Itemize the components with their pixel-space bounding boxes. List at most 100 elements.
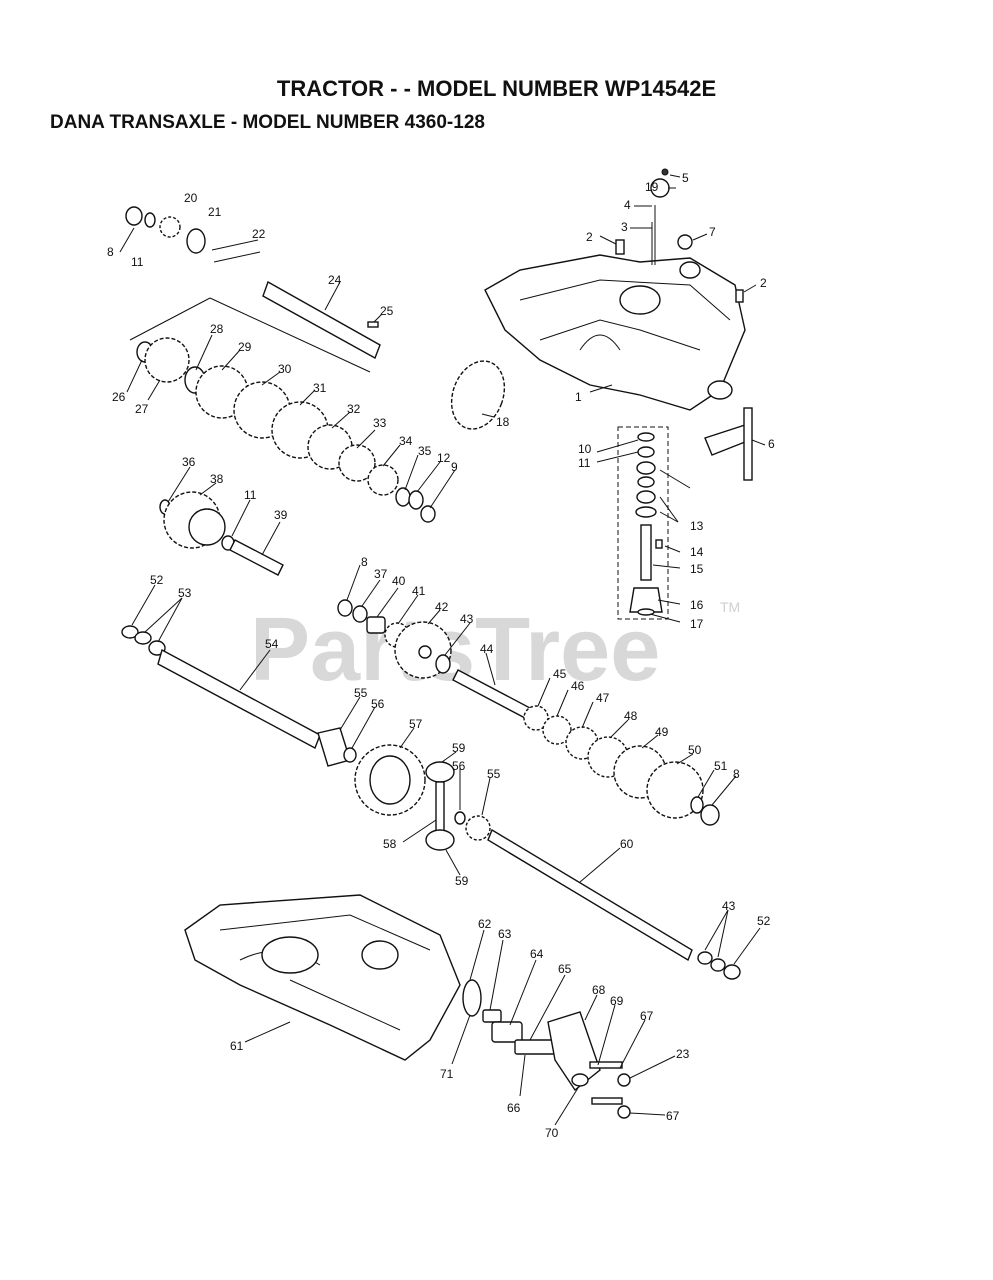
drive-chain: [450, 360, 506, 430]
label-5: 5: [682, 171, 689, 185]
watermark: PartsTree: [250, 600, 660, 700]
label-22: 22: [252, 227, 266, 241]
label-47: 47: [596, 691, 610, 705]
label-7: 7: [709, 225, 716, 239]
label-23: 23: [676, 1047, 690, 1061]
lower-housing: [184, 894, 461, 1061]
label-51: 51: [714, 759, 728, 773]
brake-assembly: [462, 979, 631, 1119]
housing-fasteners: [615, 168, 744, 303]
label-62: 62: [478, 917, 492, 931]
label-42: 42: [435, 600, 449, 614]
label-67a: 67: [640, 1009, 654, 1023]
label-8c: 8: [733, 767, 740, 781]
label-48: 48: [624, 709, 638, 723]
label-43a: 43: [460, 612, 474, 626]
label-56b: 56: [452, 759, 466, 773]
label-66: 66: [507, 1101, 521, 1115]
label-32: 32: [347, 402, 361, 416]
label-70: 70: [545, 1126, 559, 1140]
upper-shaft-assembly: [125, 206, 381, 373]
label-1: 1: [575, 390, 582, 404]
label-46: 46: [571, 679, 585, 693]
label-44: 44: [480, 642, 494, 656]
label-21: 21: [208, 205, 222, 219]
leader-lines: [119, 174, 766, 1126]
part-labels: 1 2 2 3 4 5 6 7 8 8 8 9 10 11 11 11 12 1…: [107, 171, 775, 1140]
label-64: 64: [530, 947, 544, 961]
label-8a: 8: [107, 245, 114, 259]
label-41: 41: [412, 584, 426, 598]
label-35: 35: [418, 444, 432, 458]
differential-assembly: [354, 744, 741, 980]
label-68: 68: [592, 983, 606, 997]
label-24: 24: [328, 273, 342, 287]
label-9: 9: [451, 460, 458, 474]
label-4: 4: [624, 198, 631, 212]
label-39: 39: [274, 508, 288, 522]
label-52b: 52: [757, 914, 771, 928]
label-56a: 56: [371, 697, 385, 711]
label-40: 40: [392, 574, 406, 588]
label-52a: 52: [150, 573, 164, 587]
label-53: 53: [178, 586, 192, 600]
label-16: 16: [690, 598, 704, 612]
shift-bracket: [704, 407, 753, 481]
label-36: 36: [182, 455, 196, 469]
label-12: 12: [437, 451, 451, 465]
label-50: 50: [688, 743, 702, 757]
label-63: 63: [498, 927, 512, 941]
page-title: TRACTOR - - MODEL NUMBER WP14542E: [276, 76, 717, 101]
label-37: 37: [374, 567, 388, 581]
label-3: 3: [621, 220, 628, 234]
page-subtitle: DANA TRANSAXLE - MODEL NUMBER 4360-128: [50, 112, 485, 133]
label-28: 28: [210, 322, 224, 336]
label-67b: 67: [666, 1109, 680, 1123]
label-10: 10: [578, 442, 592, 456]
label-6: 6: [768, 437, 775, 451]
label-20: 20: [184, 191, 198, 205]
label-43b: 43: [722, 899, 736, 913]
countershaft-assembly: [337, 599, 720, 826]
label-54: 54: [265, 637, 279, 651]
label-33: 33: [373, 416, 387, 430]
label-59b: 59: [455, 874, 469, 888]
label-26: 26: [112, 390, 126, 404]
label-19: 19: [645, 180, 659, 194]
label-57: 57: [409, 717, 423, 731]
label-8b: 8: [361, 555, 368, 569]
input-shaft-assembly: [617, 426, 669, 620]
label-11c: 11: [244, 488, 257, 502]
label-11b: 11: [578, 456, 591, 470]
label-58: 58: [383, 837, 397, 851]
label-2b: 2: [760, 276, 767, 290]
upper-housing: [484, 254, 746, 411]
label-61: 61: [230, 1039, 244, 1053]
label-25: 25: [380, 304, 394, 318]
label-45: 45: [553, 667, 567, 681]
label-31: 31: [313, 381, 327, 395]
label-69: 69: [610, 994, 624, 1008]
label-14: 14: [690, 545, 704, 559]
label-2: 2: [586, 230, 593, 244]
label-29: 29: [238, 340, 252, 354]
label-55a: 55: [354, 686, 368, 700]
gear-stack: [136, 337, 436, 523]
label-17: 17: [690, 617, 704, 631]
label-59a: 59: [452, 741, 466, 755]
label-11a: 11: [131, 255, 144, 269]
label-30: 30: [278, 362, 292, 376]
label-18: 18: [496, 415, 510, 429]
label-27: 27: [135, 402, 149, 416]
label-38: 38: [210, 472, 224, 486]
label-55b: 55: [487, 767, 501, 781]
label-71: 71: [440, 1067, 454, 1081]
label-49: 49: [655, 725, 669, 739]
label-15: 15: [690, 562, 704, 576]
watermark-trademark: TM: [720, 599, 740, 615]
label-65: 65: [558, 962, 572, 976]
brake-shaft-assembly: [121, 625, 357, 767]
label-34: 34: [399, 434, 413, 448]
